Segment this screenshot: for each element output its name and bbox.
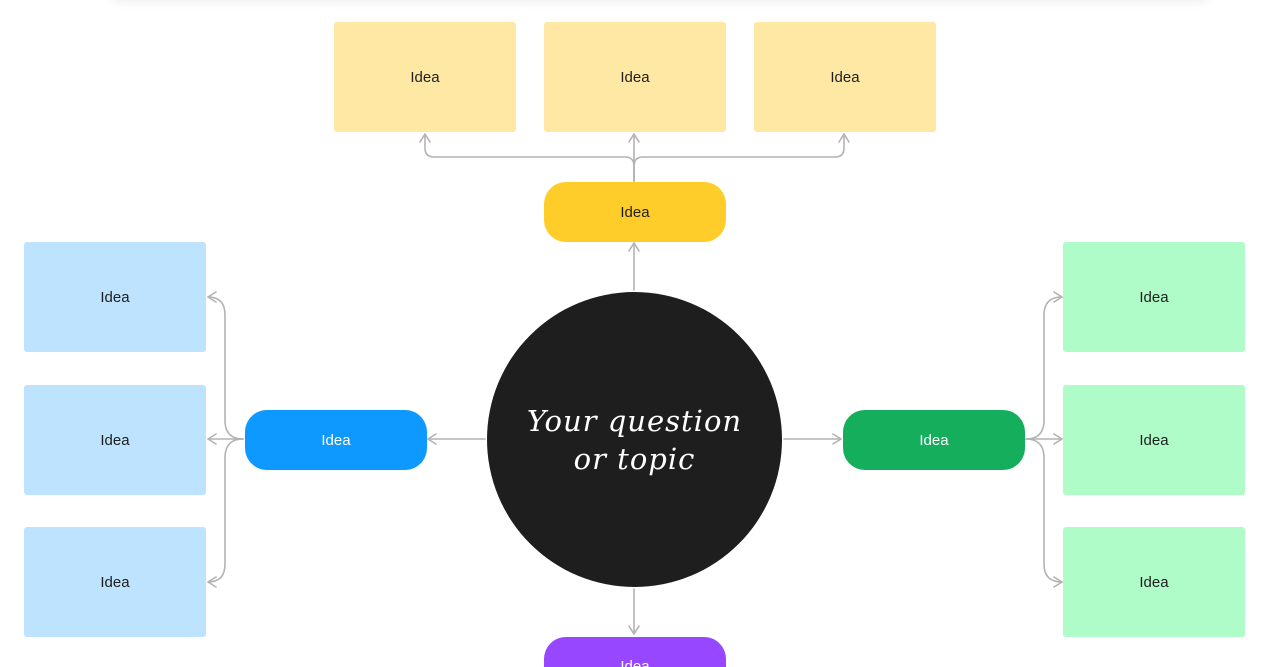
sticky-note-label: Idea <box>100 431 130 449</box>
connector-right-sticky-3 <box>1025 438 1063 588</box>
idea-pill-left[interactable]: Idea <box>245 410 427 470</box>
central-topic-line-1: Your question <box>526 403 743 438</box>
sticky-note-right-1[interactable]: Idea <box>1063 242 1245 352</box>
sticky-note-label: Idea <box>1139 431 1169 449</box>
sticky-note-label: Idea <box>100 288 130 306</box>
sticky-note-top-1[interactable]: Idea <box>334 22 516 132</box>
sticky-note-label: Idea <box>100 573 130 591</box>
sticky-note-label: Idea <box>830 68 860 86</box>
idea-pill-label: Idea <box>620 203 650 221</box>
central-topic-line-2: or topic <box>573 441 696 476</box>
idea-pill-label: Idea <box>620 658 650 667</box>
idea-pill-right[interactable]: Idea <box>843 410 1025 470</box>
idea-pill-label: Idea <box>321 431 351 449</box>
sticky-note-label: Idea <box>620 68 650 86</box>
sticky-note-left-2[interactable]: Idea <box>24 385 206 495</box>
connector-left-sticky-3 <box>207 438 244 588</box>
sticky-note-right-3[interactable]: Idea <box>1063 527 1245 637</box>
sticky-note-label: Idea <box>1139 573 1169 591</box>
idea-pill-bottom[interactable]: Idea <box>544 637 726 667</box>
sticky-note-label: Idea <box>410 68 440 86</box>
idea-pill-label: Idea <box>919 431 949 449</box>
connector-left-sticky-1 <box>207 291 244 440</box>
sticky-note-top-3[interactable]: Idea <box>754 22 936 132</box>
connector-top-sticky-3 <box>633 133 850 182</box>
sticky-note-right-2[interactable]: Idea <box>1063 385 1245 495</box>
sticky-note-left-3[interactable]: Idea <box>24 527 206 637</box>
connector-top-sticky-1 <box>419 133 635 182</box>
sticky-note-left-1[interactable]: Idea <box>24 242 206 352</box>
central-topic-circle[interactable]: Your question or topic <box>487 292 782 587</box>
sticky-note-label: Idea <box>1139 288 1169 306</box>
sticky-note-top-2[interactable]: Idea <box>544 22 726 132</box>
connector-right-sticky-1 <box>1025 291 1063 440</box>
idea-pill-top[interactable]: Idea <box>544 182 726 242</box>
